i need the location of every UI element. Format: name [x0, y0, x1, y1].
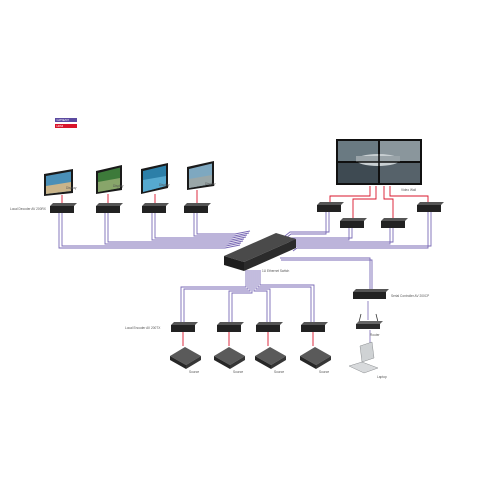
receiver-1: [50, 203, 77, 213]
display-1: Display: [44, 169, 77, 196]
transmitter-3: [256, 322, 283, 332]
receiver-3: [142, 203, 169, 213]
router: Router: [356, 313, 383, 337]
cat-cables-bottom: [180, 257, 373, 322]
switch-label: 1U Ethernet Switch: [262, 269, 290, 273]
receiver-4: [184, 203, 211, 213]
transmitter-4: [301, 322, 328, 332]
legend-swatch-cat: [55, 118, 77, 122]
serial-label: Serial Controller AV 200CP: [391, 294, 429, 298]
source-2-label: Source: [233, 370, 243, 374]
receiver-2: [96, 203, 123, 213]
hdmi-cables: [61, 186, 429, 346]
source-3-label: Source: [274, 370, 284, 374]
display-4-label: Display: [205, 182, 216, 186]
receiver-6: [340, 218, 367, 228]
receiver-group: [50, 202, 444, 228]
receiver-7: [381, 218, 408, 228]
source-group: Source Source Source Source: [170, 347, 331, 374]
receiver-label: Local Decoder AV 200RX: [10, 207, 47, 211]
router-label: Router: [370, 333, 381, 337]
transmitter-label: Local Encoder AV 200TX: [125, 326, 161, 330]
source-4: Source: [300, 347, 331, 374]
laptop-label: Laptop: [377, 375, 387, 379]
display-2: Display: [96, 165, 124, 194]
source-1-label: Source: [189, 370, 199, 374]
source-1: Source: [170, 347, 201, 374]
video-wall: Video Wall: [336, 139, 422, 192]
receiver-5: [317, 202, 344, 212]
source-3: Source: [255, 347, 286, 374]
display-1-label: Display: [66, 186, 77, 190]
display-3-label: Display: [159, 183, 170, 187]
video-wall-label: Video Wall: [401, 188, 416, 192]
legend-label-cat: CAT5E/6/7: [57, 118, 70, 122]
transmitter-2: [217, 322, 244, 332]
ethernet-switch: 1U Ethernet Switch: [224, 233, 296, 273]
display-3: Display: [141, 163, 170, 194]
source-4-label: Source: [319, 370, 329, 374]
cat-cables-top: [58, 212, 432, 252]
receiver-8: [417, 202, 444, 212]
transmitter-1: [171, 322, 198, 332]
display-4: Display: [187, 161, 216, 190]
legend-label-hdmi: HDMI: [57, 124, 64, 128]
laptop: Laptop: [348, 341, 387, 379]
legend-swatch-hdmi: [55, 124, 77, 128]
transmitter-group: [171, 322, 328, 332]
legend: CAT5E/6/7 HDMI: [55, 118, 77, 128]
serial-controller: Serial Controller AV 200CP: [353, 289, 429, 299]
display-2-label: Display: [113, 184, 124, 188]
source-2: Source: [214, 347, 245, 374]
